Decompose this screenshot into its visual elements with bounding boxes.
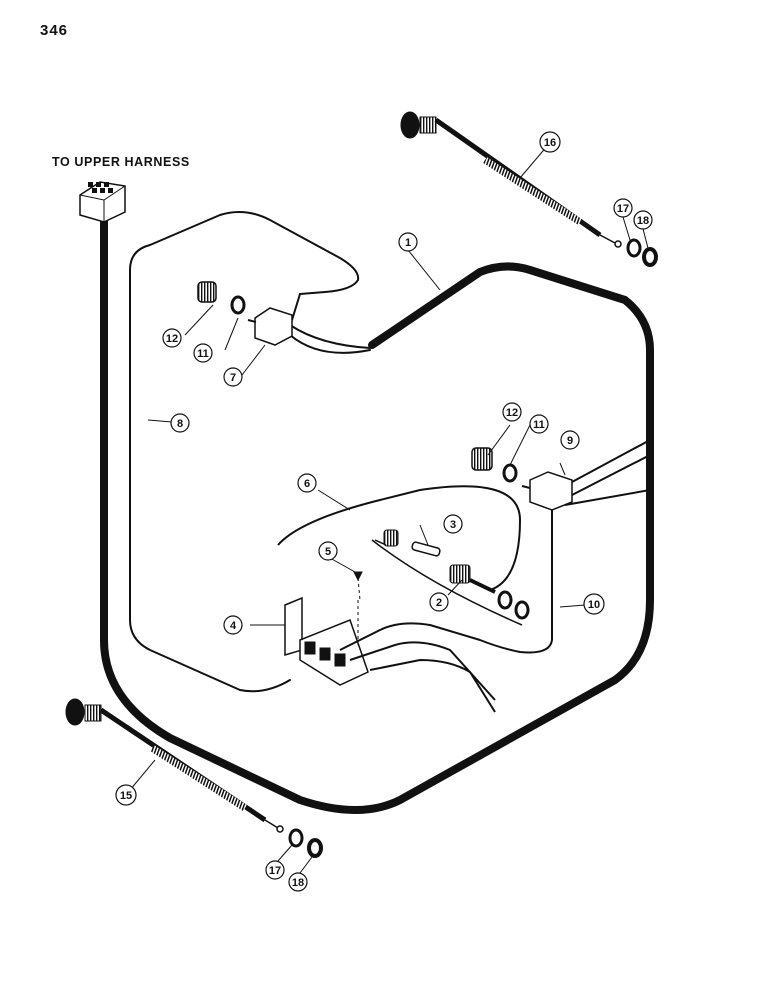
callouts: 1 2 3 4 5 6 7 8 9 10 11 11 12 12 15 16 1…	[115, 131, 653, 892]
upper-harness-label: TO UPPER HARNESS	[52, 155, 190, 169]
svg-text:2: 2	[436, 597, 442, 609]
callout-2: 2	[429, 592, 449, 612]
svg-text:15: 15	[120, 790, 132, 802]
callout-11-left: 11	[193, 343, 213, 363]
callout-17-top: 17	[613, 198, 633, 218]
washer-leaders	[277, 216, 649, 874]
svg-text:17: 17	[269, 865, 281, 877]
callout-18-top: 18	[633, 210, 653, 230]
callout-18-bottom: 18	[288, 872, 308, 892]
callout-16: 16	[539, 131, 561, 153]
callout-5: 5	[318, 541, 338, 561]
svg-text:8: 8	[177, 418, 183, 430]
svg-text:11: 11	[197, 348, 209, 360]
callout-7: 7	[223, 367, 243, 387]
leader-lines	[129, 144, 586, 791]
svg-text:9: 9	[567, 435, 573, 447]
svg-text:1: 1	[405, 237, 411, 249]
svg-text:3: 3	[450, 519, 456, 531]
svg-text:7: 7	[230, 372, 236, 384]
callout-9: 9	[560, 430, 580, 450]
switch-9	[471, 439, 651, 511]
control-cable-16	[400, 111, 622, 248]
svg-text:6: 6	[304, 478, 310, 490]
callout-12-right: 12	[502, 402, 522, 422]
callout-10: 10	[583, 593, 605, 615]
svg-text:11: 11	[533, 419, 545, 431]
svg-text:10: 10	[588, 599, 600, 611]
thin-harness	[129, 210, 371, 693]
callout-11-right: 11	[529, 414, 549, 434]
main-harness	[100, 216, 654, 814]
washers-bottom	[288, 828, 323, 858]
callout-15: 15	[115, 784, 137, 806]
fuse-holder-2	[277, 485, 530, 626]
terminal-block-4	[284, 571, 369, 686]
svg-text:18: 18	[292, 877, 304, 889]
svg-text:12: 12	[166, 333, 178, 345]
page-number: 346	[40, 22, 69, 39]
callout-4: 4	[223, 615, 243, 635]
upper-harness-connector	[79, 181, 126, 223]
switch-7	[197, 281, 293, 346]
wires-6-10	[339, 510, 553, 713]
callout-3: 3	[443, 514, 463, 534]
svg-text:17: 17	[617, 203, 629, 215]
svg-text:12: 12	[506, 407, 518, 419]
svg-text:4: 4	[230, 620, 237, 632]
callout-8: 8	[170, 413, 190, 433]
control-cable-15	[65, 698, 284, 833]
callout-12-left: 12	[162, 328, 182, 348]
svg-text:5: 5	[325, 546, 331, 558]
svg-text:16: 16	[544, 137, 556, 149]
callout-17-bottom: 17	[265, 860, 285, 880]
washers-top	[626, 238, 658, 267]
callout-6: 6	[297, 473, 317, 493]
callout-1: 1	[398, 232, 418, 252]
svg-text:18: 18	[637, 215, 649, 227]
